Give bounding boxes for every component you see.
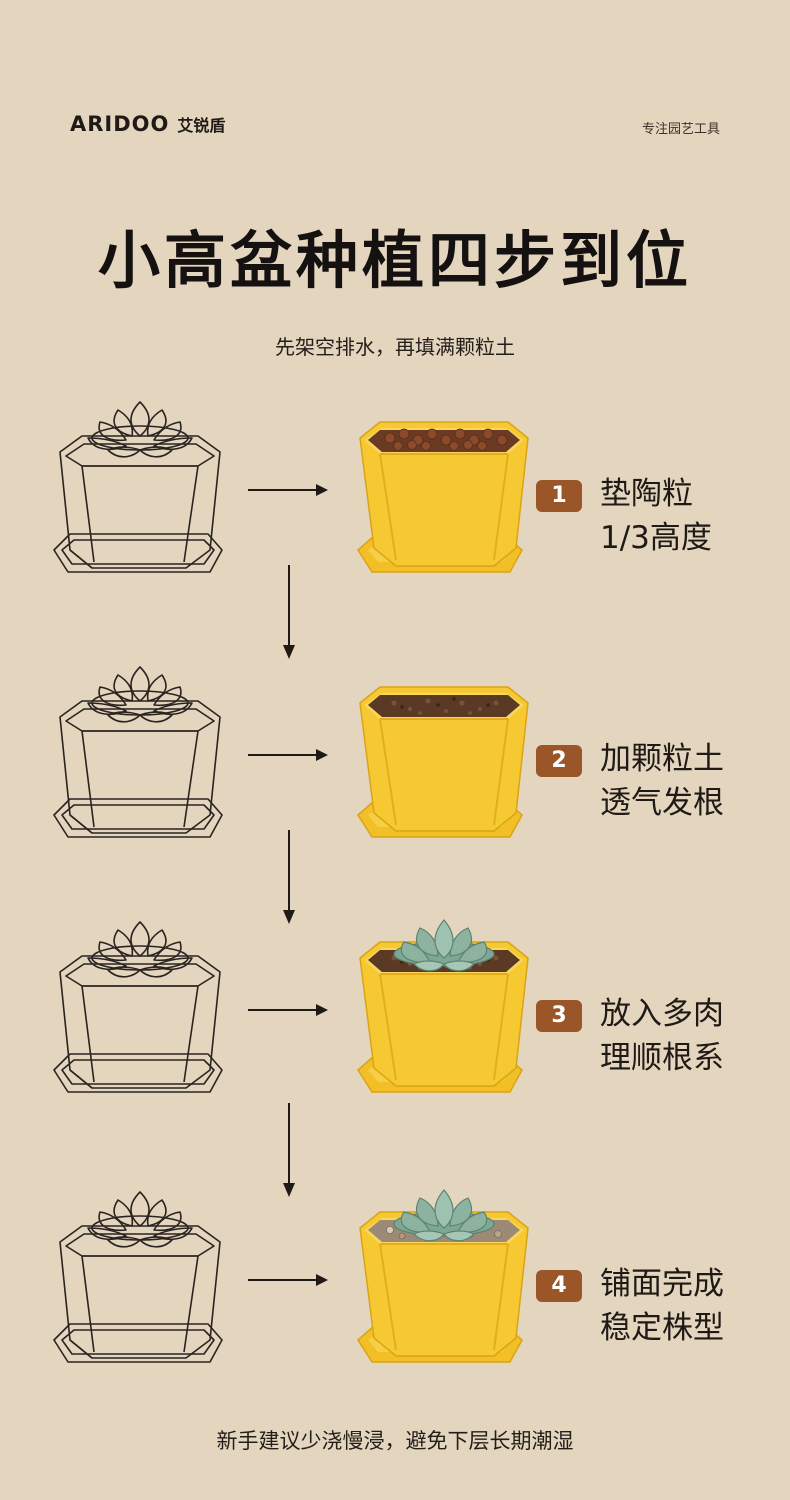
- page-title: 小高盆种植四步到位: [97, 224, 692, 297]
- step-description: 铺面完成 稳定株型: [600, 1262, 724, 1350]
- yellow-pot-with-gravel-and-succulent: [357, 1189, 529, 1363]
- down-arrow-icon: [283, 830, 295, 924]
- step-line-2: 稳定株型: [600, 1310, 724, 1346]
- step-line-2: 透气发根: [600, 785, 724, 821]
- yellow-pot-with-granular-soil: [357, 686, 529, 838]
- step-number-badge: 3: [536, 1000, 582, 1032]
- step-line-2: 1/3高度: [600, 520, 712, 556]
- outline-pot-illustration: [53, 666, 223, 838]
- logo-chinese: 艾锐盾: [177, 116, 226, 135]
- step-line-1: 加颗粒土: [600, 741, 724, 777]
- step-line-1: 垫陶粒: [600, 476, 693, 512]
- step-line-2: 理顺根系: [600, 1040, 724, 1076]
- logo-text: ARIDOO: [70, 112, 170, 136]
- right-arrow-icon: [248, 1274, 328, 1286]
- yellow-pot-with-succulent: [357, 919, 529, 1093]
- step-3: 3 放入多肉 理顺根系: [0, 910, 790, 1150]
- tagline: 专注园艺工具: [641, 122, 720, 137]
- step-2: 2 加颗粒土 透气发根: [0, 655, 790, 895]
- step-description: 放入多肉 理顺根系: [600, 992, 724, 1080]
- step-line-1: 铺面完成: [600, 1266, 724, 1302]
- step-number-badge: 2: [536, 745, 582, 777]
- right-arrow-icon: [248, 1004, 328, 1016]
- brand-logo: ARIDOO 艾锐盾: [70, 112, 225, 136]
- down-arrow-icon: [283, 1103, 295, 1197]
- step-line-1: 放入多肉: [600, 996, 724, 1032]
- step-description: 加颗粒土 透气发根: [600, 737, 724, 825]
- footer-note: 新手建议少浇慢浸，避免下层长期潮湿: [216, 1429, 574, 1453]
- yellow-pot-with-clay-pebbles: [357, 421, 529, 573]
- header: ARIDOO 艾锐盾 专注园艺工具: [0, 112, 790, 146]
- outline-pot-illustration: [53, 1191, 223, 1363]
- step-description: 垫陶粒 1/3高度: [600, 472, 712, 560]
- down-arrow-icon: [283, 565, 295, 659]
- right-arrow-icon: [248, 749, 328, 761]
- step-1: 1 垫陶粒 1/3高度: [0, 390, 790, 630]
- page-subtitle: 先架空排水，再填满颗粒土: [275, 335, 515, 359]
- step-number-badge: 1: [536, 480, 582, 512]
- outline-pot-illustration: [53, 401, 223, 573]
- step-number-badge: 4: [536, 1270, 582, 1302]
- step-4: 4 铺面完成 稳定株型: [0, 1180, 790, 1420]
- right-arrow-icon: [248, 484, 328, 496]
- outline-pot-illustration: [53, 921, 223, 1093]
